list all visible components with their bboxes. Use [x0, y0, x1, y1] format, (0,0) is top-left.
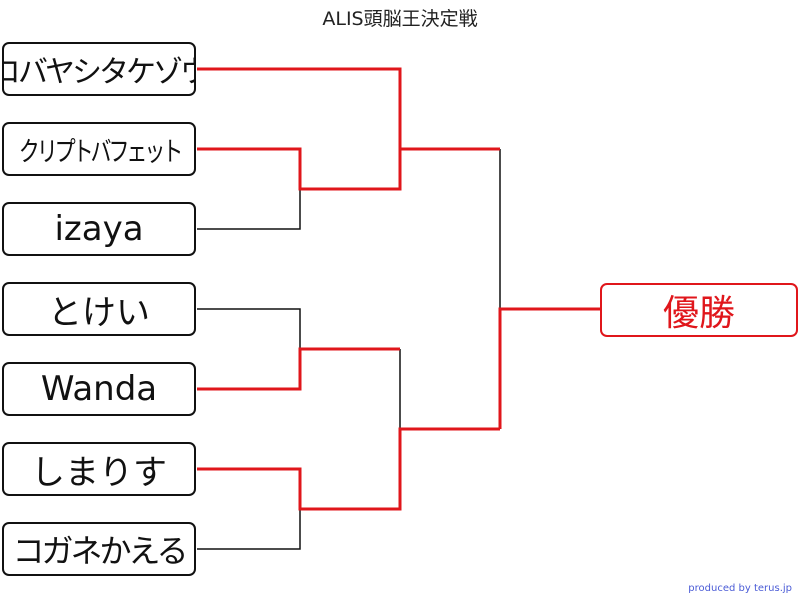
- bracket-line-koganekaeru: [197, 509, 301, 550]
- player-box-shimarisu: しまりす: [2, 442, 196, 496]
- bracket-line-shimarisu: [197, 427, 500, 511]
- player-name: コガネかえる: [12, 532, 188, 570]
- champion-label: 優勝: [662, 293, 735, 334]
- player-box-kobayashi: コバヤシタケゾウ: [2, 42, 196, 96]
- bracket-line-wanda: [197, 347, 400, 391]
- player-name: Wanda: [40, 369, 158, 409]
- player-box-izaya: izaya: [2, 202, 196, 256]
- bracket-line-final-bottom: [498, 307, 600, 429]
- player-box-wanda: Wanda: [2, 362, 196, 416]
- bracket-line-crypto: [197, 147, 402, 191]
- player-name: コバヤシタケゾウ: [4, 55, 194, 90]
- player-box-koganekaeru: コガネかえる: [2, 522, 196, 576]
- bracket-line-izaya: [197, 188, 400, 230]
- player-name: とけい: [48, 292, 150, 333]
- bracket-line-kobayashi: [197, 67, 500, 151]
- bracket-line-tokei: [197, 308, 301, 349]
- player-box-tokei: とけい: [2, 282, 196, 336]
- player-name: クリプトバフェット: [18, 136, 183, 168]
- player-name: しまりす: [31, 452, 167, 493]
- player-box-crypto: クリプトバフェット: [2, 122, 196, 176]
- credit-link[interactable]: produced by terus.jp: [688, 583, 792, 594]
- bracket-title: ALIS頭脳王決定戦: [322, 8, 478, 30]
- player-name: izaya: [54, 209, 144, 249]
- champion-box: 優勝: [600, 283, 798, 337]
